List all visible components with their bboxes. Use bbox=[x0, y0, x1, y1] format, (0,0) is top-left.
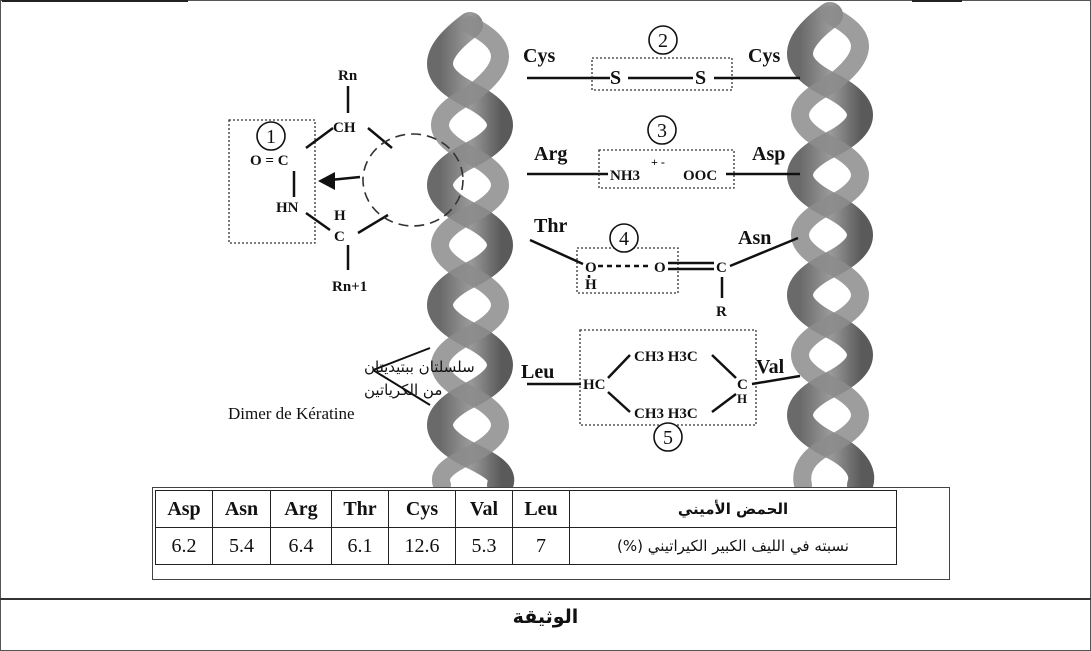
table-value-cell: 5.4 bbox=[212, 527, 271, 565]
ch3-top-label: CH3 H3C bbox=[634, 349, 698, 365]
table-value-cell: 7 bbox=[512, 527, 570, 565]
table-value-cell: 6.1 bbox=[331, 527, 389, 565]
o2-label: O bbox=[654, 260, 666, 276]
disulfide-box bbox=[591, 57, 733, 91]
ch3-bottom-label: CH3 H3C bbox=[634, 406, 698, 422]
peptide-bond-box bbox=[228, 119, 316, 244]
c-label: C bbox=[334, 229, 345, 245]
dimer-caption-line1: سلسلتان ببتيديتان bbox=[364, 358, 475, 376]
bond-number-3-label: 3 bbox=[657, 120, 667, 142]
bond-number-3 bbox=[647, 115, 677, 145]
nh3-label: NH3 bbox=[610, 168, 640, 184]
table-header-cell: Asn bbox=[212, 490, 271, 528]
h-label: H bbox=[334, 208, 346, 224]
hc-c-label: C bbox=[716, 260, 727, 276]
leu-label: Leu bbox=[521, 361, 554, 383]
h-bond-h-label: H bbox=[585, 277, 597, 293]
keratin-bonds-diagram: 1 Rn CH O = C HN H C Rn+1 Cys S S Cys 2 … bbox=[228, 2, 875, 488]
hydrogen-box bbox=[576, 247, 679, 294]
thr-label: Thr bbox=[534, 215, 567, 237]
ionic-bond-group: Arg NH3 + - OOC Asp 3 bbox=[527, 115, 800, 189]
dimer-caption-line3: Dimer de Kératine bbox=[228, 404, 355, 423]
o-label: O bbox=[585, 260, 597, 276]
oc-label: O = C bbox=[250, 153, 289, 169]
rn1-label: Rn+1 bbox=[332, 279, 367, 295]
table-row-label: نسبته في الليف الكبير الكيراتيني (%) bbox=[569, 527, 897, 565]
disulfide-bond-group: Cys S S Cys 2 bbox=[523, 25, 800, 91]
table-header-label: الحمض الأميني bbox=[569, 490, 897, 528]
table-value-cell: 6.4 bbox=[270, 527, 332, 565]
ch-label: CH bbox=[333, 120, 356, 136]
amino-acid-table: Asp Asn Arg Thr Cys Val Leu الحمض الأمين… bbox=[155, 490, 897, 565]
val-c-label: C bbox=[737, 377, 748, 393]
hydrogen-bond-group: Thr O H O C R Asn 4 bbox=[529, 215, 799, 320]
table-header-cell: Val bbox=[455, 490, 513, 528]
cys-right-label: Cys bbox=[748, 45, 780, 67]
bond-number-4-label: 4 bbox=[619, 228, 629, 250]
hn-label: HN bbox=[276, 200, 299, 216]
hydrophobic-bond-group: Leu HC CH3 H3C CH3 H3C C H Val 5 bbox=[521, 329, 801, 452]
table-header-cell: Arg bbox=[270, 490, 332, 528]
bond-number-2-label: 2 bbox=[658, 30, 668, 52]
bond-number-5-label: 5 bbox=[663, 427, 673, 449]
bond-number-1-label: 1 bbox=[266, 126, 276, 148]
table-header-cell: Thr bbox=[331, 490, 389, 528]
r-label: R bbox=[716, 304, 727, 320]
charge-label: + - bbox=[651, 155, 665, 169]
hc-label: HC bbox=[583, 377, 606, 393]
dimer-caption-line2: من الكرياتين bbox=[364, 381, 442, 399]
table-value-cell: 12.6 bbox=[388, 527, 456, 565]
bond-number-4 bbox=[609, 223, 639, 253]
peptide-bond-group: 1 Rn CH O = C HN H C Rn+1 bbox=[228, 68, 464, 295]
table-header-cell: Asp bbox=[155, 490, 213, 528]
asn-label: Asn bbox=[738, 227, 771, 249]
s1-label: S bbox=[610, 67, 621, 89]
left-helix bbox=[427, 12, 515, 488]
footer-divider bbox=[0, 598, 1091, 600]
arrow-head bbox=[318, 172, 335, 190]
ooc-label: OOC bbox=[683, 168, 717, 184]
top-rule-right bbox=[912, 0, 962, 2]
val-label: Val bbox=[756, 356, 785, 378]
table-header-cell: Leu bbox=[512, 490, 570, 528]
dimer-caption: سلسلتان ببتيديتان من الكرياتين Dimer de … bbox=[228, 347, 475, 423]
rn-label: Rn bbox=[338, 68, 358, 84]
helix-turn-ellipse bbox=[362, 133, 464, 227]
table-header-row: Asp Asn Arg Thr Cys Val Leu الحمض الأمين… bbox=[155, 490, 897, 528]
bond-number-1 bbox=[256, 121, 286, 151]
table-value-row: 6.2 5.4 6.4 6.1 12.6 5.3 7 نسبته في اللي… bbox=[155, 527, 897, 565]
document-title: الوثيقة bbox=[512, 606, 579, 628]
right-helix bbox=[787, 2, 875, 488]
top-rule-left bbox=[2, 0, 188, 2]
cys-left-label: Cys bbox=[523, 45, 555, 67]
table-value-cell: 5.3 bbox=[455, 527, 513, 565]
table-value-cell: 6.2 bbox=[155, 527, 213, 565]
bond-number-2 bbox=[648, 25, 678, 55]
bond-number-5 bbox=[653, 422, 683, 452]
hydrophobic-box bbox=[579, 329, 757, 426]
s2-label: S bbox=[695, 67, 706, 89]
arg-label: Arg bbox=[534, 143, 567, 165]
val-h-label: H bbox=[737, 391, 747, 406]
table-outline bbox=[152, 487, 950, 580]
asp-label: Asp bbox=[752, 143, 785, 165]
table-header-cell: Cys bbox=[388, 490, 456, 528]
ionic-box bbox=[598, 149, 735, 189]
